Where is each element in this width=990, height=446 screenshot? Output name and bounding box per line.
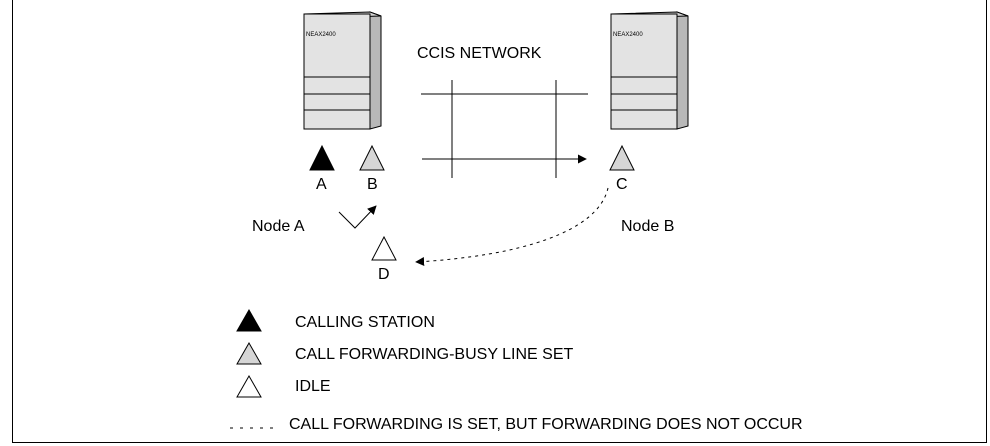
network-title: CCIS NETWORK bbox=[417, 45, 542, 62]
legend-idle-icon bbox=[236, 374, 262, 398]
legend: CALLING STATION CALL FORWARDING-BUSY LIN… bbox=[230, 308, 803, 433]
station-a-calling-icon bbox=[309, 144, 335, 171]
switch-label-b: NEAX2400 bbox=[613, 32, 643, 38]
ccis-network-grid bbox=[421, 80, 588, 178]
legend-dashed-text: CALL FORWARDING IS SET, BUT FORWARDING D… bbox=[289, 416, 803, 433]
forward-attempt-arrow bbox=[338, 205, 377, 229]
legend-calling-icon bbox=[236, 308, 262, 332]
station-a-letter: A bbox=[316, 176, 327, 193]
legend-busy-icon bbox=[236, 341, 262, 365]
legend-busy-text: CALL FORWARDING-BUSY LINE SET bbox=[295, 346, 574, 363]
forwarding-not-occur-path bbox=[415, 187, 609, 267]
station-b-busy-icon bbox=[359, 144, 385, 171]
switch-label-a: NEAX2400 bbox=[306, 32, 336, 38]
diagram-frame bbox=[12, 0, 987, 443]
station-c-busy-icon bbox=[609, 144, 635, 171]
switch-node-b: NEAX2400 bbox=[610, 11, 689, 130]
node-a-label: Node A bbox=[252, 218, 305, 235]
station-d-letter: D bbox=[378, 266, 390, 283]
station-c-letter: C bbox=[616, 176, 628, 193]
legend-idle-text: IDLE bbox=[295, 378, 331, 395]
switch-node-a: NEAX2400 bbox=[303, 11, 382, 130]
node-b-label: Node B bbox=[621, 218, 674, 235]
station-b-letter: B bbox=[367, 176, 378, 193]
station-d-idle-icon bbox=[371, 235, 397, 261]
legend-calling-text: CALLING STATION bbox=[295, 314, 435, 331]
